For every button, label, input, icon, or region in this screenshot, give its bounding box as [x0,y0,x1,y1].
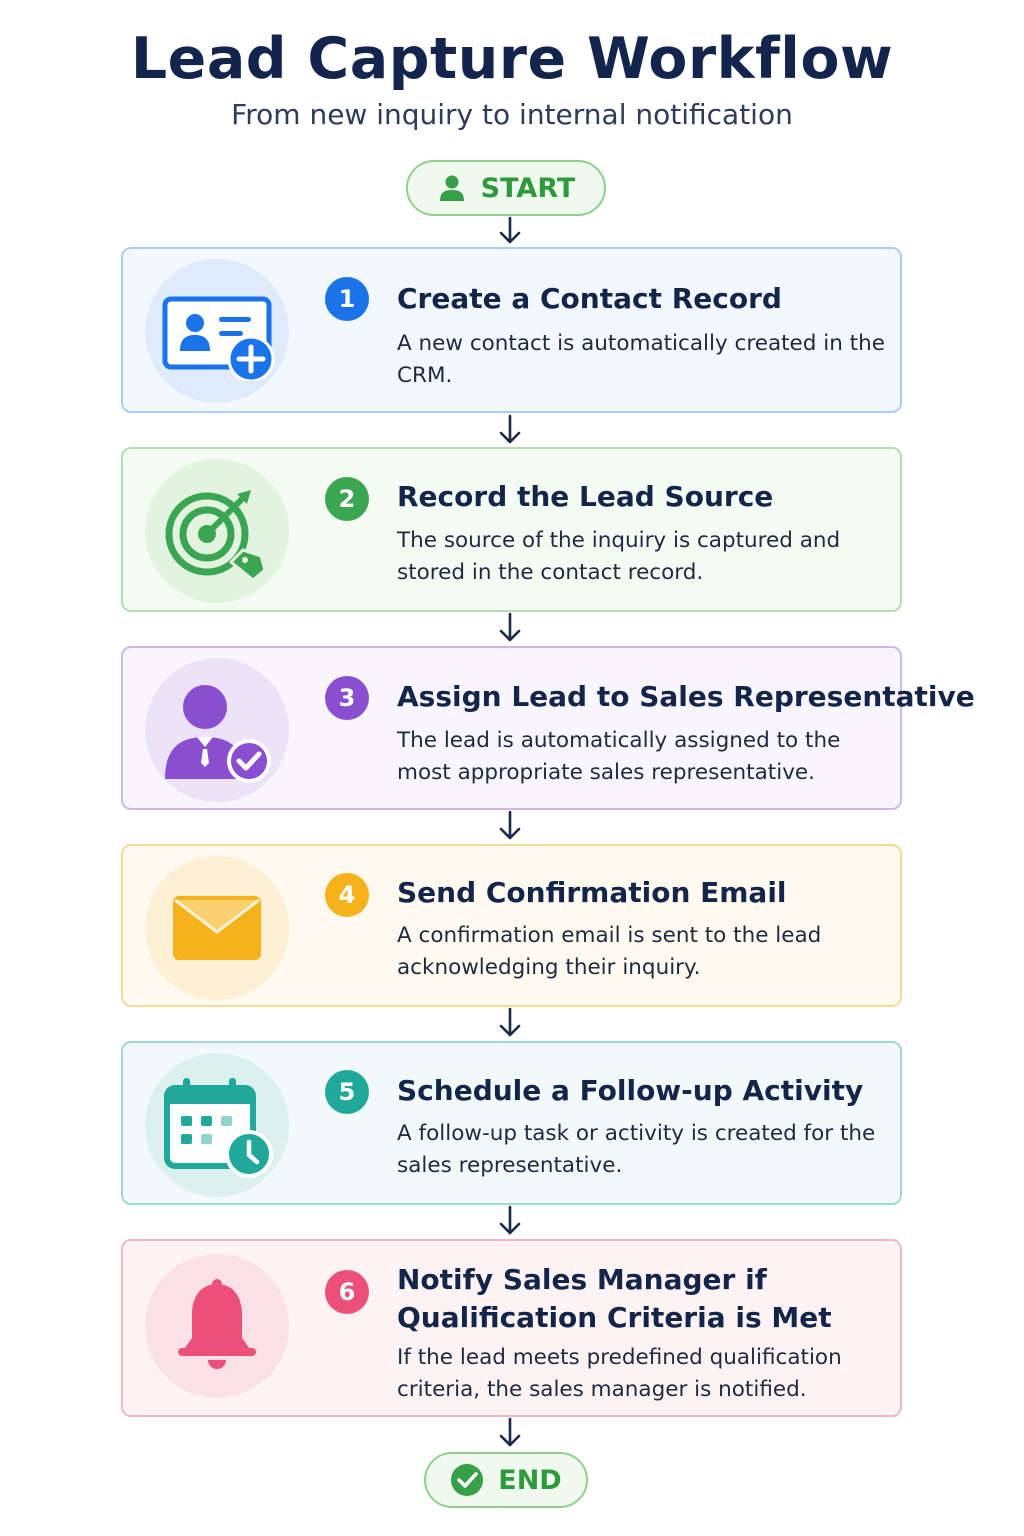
step-description: A follow-up task or activity is created … [397,1121,876,1178]
contact-card-add-icon [145,259,289,403]
step-card-5: 5 Schedule a Follow-up Activity A follow… [121,1041,902,1205]
step-number-badge: 5 [325,1070,369,1114]
step-description: A confirmation email is sent to the lead… [397,923,822,980]
step-number-badge: 3 [325,676,369,720]
envelope-icon [145,856,289,1000]
flow-arrow [497,810,523,842]
step-card-6: 6 Notify Sales Manager if Qualification … [121,1239,902,1417]
flow-arrow [497,1417,523,1449]
step-title: Create a Contact Record [397,282,782,315]
user-icon [437,173,467,203]
step-number-badge: 2 [325,477,369,521]
step-title: Schedule a Follow-up Activity [397,1074,864,1107]
step-card-3: 3 Assign Lead to Sales Representative Th… [121,646,975,810]
step-card-2: 2 Record the Lead Source The source of t… [121,447,902,612]
calendar-clock-icon [145,1053,289,1197]
flow-arrow [497,216,523,246]
step-title: Record the Lead Source [397,480,774,513]
page-subtitle: From new inquiry to internal notificatio… [231,98,793,131]
bell-icon [145,1254,289,1398]
step-number-badge: 1 [325,277,369,321]
step-description: A new contact is automatically created i… [397,331,885,388]
flow-arrow [497,1007,523,1039]
end-label: END [498,1464,562,1496]
flow-arrow [497,414,523,446]
step-number-badge: 6 [325,1270,369,1314]
start-label: START [480,172,576,204]
step-number-badge: 4 [325,873,369,917]
start-node: START [406,160,606,216]
flow-arrow [497,612,523,644]
step-description: The lead is automatically assigned to th… [397,728,841,785]
flow-arrow [497,1205,523,1237]
step-title: Assign Lead to Sales Representative [397,680,975,713]
page-title: Lead Capture Workflow [130,26,894,92]
end-node: END [424,1452,588,1508]
sales-rep-check-icon [145,658,289,802]
step-title: Send Confirmation Email [397,876,787,909]
step-card-1: 1 Create a Contact Record A new contact … [121,247,902,413]
target-tag-icon [145,459,289,603]
step-card-4: 4 Send Confirmation Email A confirmation… [121,844,902,1007]
check-circle-icon [450,1463,484,1497]
step-description: The source of the inquiry is captured an… [397,528,841,585]
step-title: Notify Sales Manager if Qualification Cr… [397,1263,832,1334]
step-description: If the lead meets predefined qualificati… [397,1345,842,1402]
